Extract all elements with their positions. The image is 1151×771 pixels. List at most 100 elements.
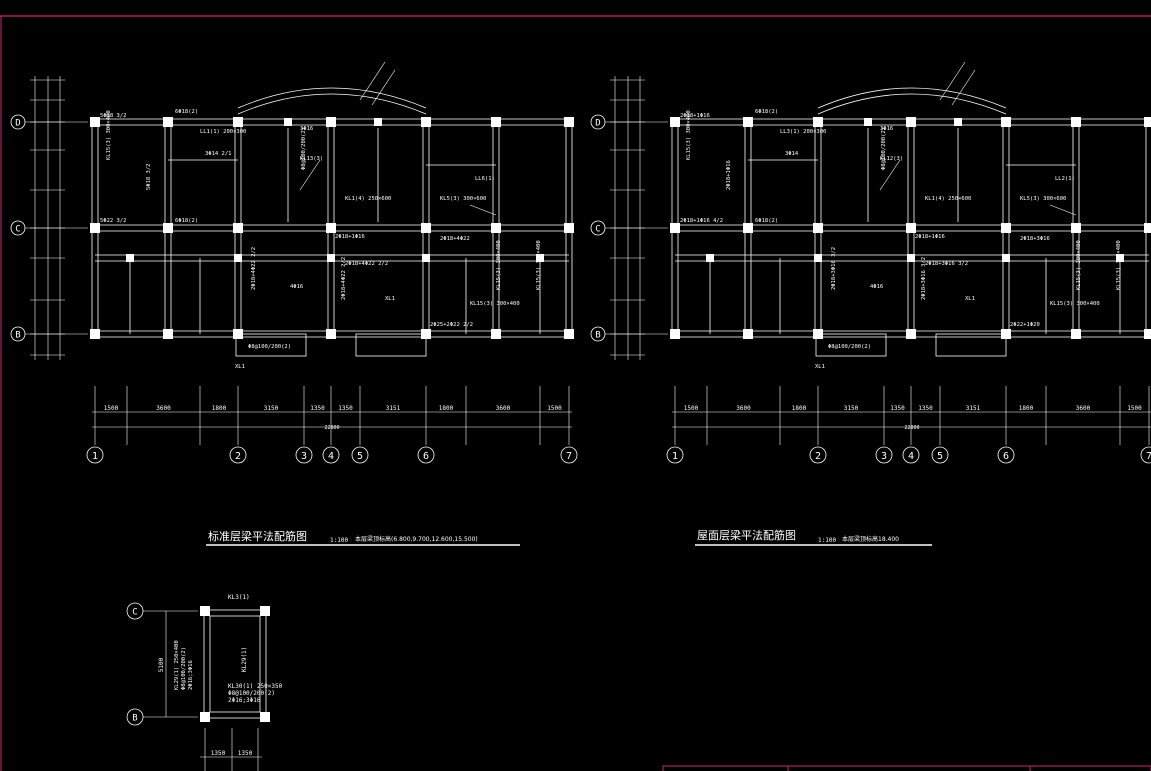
- column-axis-bubble: [351, 446, 369, 464]
- column: [813, 223, 823, 233]
- beam-annotation: 6Φ18(2): [175, 218, 198, 224]
- beam-annotation: KL5(3) 300×600: [1020, 196, 1066, 202]
- beam-annotation: KL12(3): [880, 156, 903, 162]
- beam-annotation: 2Φ18+4Φ22 2/2: [345, 261, 388, 267]
- beam-annotation: 4Φ16: [290, 284, 303, 290]
- beam-annotation: 2Φ22+1Φ20: [1010, 322, 1040, 328]
- beam-annotation-vertical: Φ8@100/200(2): [881, 127, 887, 170]
- beam-annotation-vertical: KL15(3) 300×400: [1116, 240, 1122, 290]
- column: [327, 254, 335, 262]
- column: [1071, 329, 1081, 339]
- column: [90, 329, 100, 339]
- beam-annotation: 3Φ14 2/1: [205, 151, 232, 157]
- column: [422, 254, 430, 262]
- column-axis-bubble: [229, 446, 247, 464]
- column: [813, 329, 823, 339]
- column: [1071, 223, 1081, 233]
- column: [814, 254, 822, 262]
- beam-annotation: KL1(4) 250×600: [345, 196, 391, 202]
- column: [1001, 223, 1011, 233]
- beam-annotation-vertical: KL15(3) 300×400: [496, 240, 502, 290]
- balcony-beam: [235, 333, 307, 357]
- beam-annotation: KL29(1) 250×400: [174, 640, 180, 690]
- column: [163, 329, 173, 339]
- dimension-value: 1350: [890, 405, 905, 412]
- balcony-beam: [935, 333, 1007, 357]
- row-axis-label: C: [132, 608, 137, 618]
- plan1-title: 标准层梁平法配筋图: [208, 529, 307, 543]
- balcony-beam: [815, 333, 887, 357]
- beam-annotation: 6Φ18(2): [755, 218, 778, 224]
- column: [421, 223, 431, 233]
- column: [163, 117, 173, 127]
- column-axis-label: 4: [328, 451, 334, 462]
- dimension-value: 1800: [212, 405, 227, 412]
- column-axis-label: 6: [423, 451, 429, 462]
- beam-annotation: Φ8@100/200(2): [828, 344, 871, 350]
- column: [233, 223, 243, 233]
- beam-annotation: KL30(1) 250×350: [228, 683, 283, 690]
- plan1-scale: 1:100: [330, 537, 348, 544]
- beam-annotation: 3Φ16: [300, 126, 313, 132]
- plan2-title: 屋面层梁平法配筋图: [697, 528, 796, 542]
- column-axis-label: 3: [881, 451, 887, 462]
- column: [670, 117, 680, 127]
- row-axis-label: D: [15, 119, 20, 129]
- beam-annotation: 2Φ18+3Φ16 3/2: [925, 261, 968, 267]
- column: [670, 329, 680, 339]
- column: [706, 254, 714, 262]
- column: [1144, 223, 1151, 233]
- beam-annotation: 3Φ14: [785, 151, 799, 157]
- beam-annotation-vertical: 2Φ18+3Φ16 3/2: [831, 247, 837, 290]
- column: [491, 117, 501, 127]
- curved-beam: [817, 93, 1007, 115]
- beam-annotation-vertical: 2Φ18+3Φ16 3/2: [921, 257, 927, 300]
- beam-annotation: LL3(1) 200×300: [780, 129, 826, 135]
- column-axis-label: 5: [937, 451, 943, 462]
- beam-annotation: Φ8@100/200(2): [228, 690, 275, 697]
- column: [536, 254, 544, 262]
- beam-annotation: Φ8@100/200(2): [248, 344, 291, 350]
- dimension-value: 3150: [264, 405, 279, 412]
- leader-line: [1049, 204, 1077, 216]
- column: [954, 118, 962, 126]
- leader-line: [879, 159, 901, 191]
- beam-annotation: KL15(3) 300×400: [1050, 301, 1100, 307]
- column: [906, 117, 916, 127]
- beam-annotation: 4Φ16: [870, 284, 883, 290]
- column: [126, 254, 134, 262]
- column-axis-label: 4: [908, 451, 914, 462]
- column: [233, 329, 243, 339]
- column-axis-bubble: [1140, 446, 1151, 464]
- column-axis-label: 7: [1146, 451, 1151, 462]
- title-block-frame: [662, 765, 1151, 771]
- column-axis-label: 3: [301, 451, 307, 462]
- row-axis-label: C: [15, 225, 20, 235]
- column-axis-bubble: [997, 446, 1015, 464]
- dimension-value: 1350: [918, 405, 933, 412]
- leader-line: [299, 159, 321, 191]
- row-axis-label: B: [132, 714, 137, 724]
- column: [491, 223, 501, 233]
- column: [491, 329, 501, 339]
- column: [906, 329, 916, 339]
- dimension-total: 22800: [324, 425, 339, 431]
- column: [90, 223, 100, 233]
- beam-annotation: 3Φ16: [880, 126, 893, 132]
- row-axis-label: D: [595, 119, 600, 129]
- dimension-value: 1350: [211, 750, 226, 757]
- column-axis-bubble: [86, 446, 104, 464]
- column-axis-label: 1: [92, 451, 98, 462]
- beam-annotation: 6Φ18(2): [755, 109, 778, 115]
- leader-line: [469, 204, 497, 216]
- column: [374, 118, 382, 126]
- column: [1144, 329, 1151, 339]
- column: [200, 606, 210, 616]
- column: [1071, 117, 1081, 127]
- beam-annotation: XL1: [235, 364, 245, 370]
- column: [163, 223, 173, 233]
- column: [421, 329, 431, 339]
- column-axis-bubble: [875, 446, 893, 464]
